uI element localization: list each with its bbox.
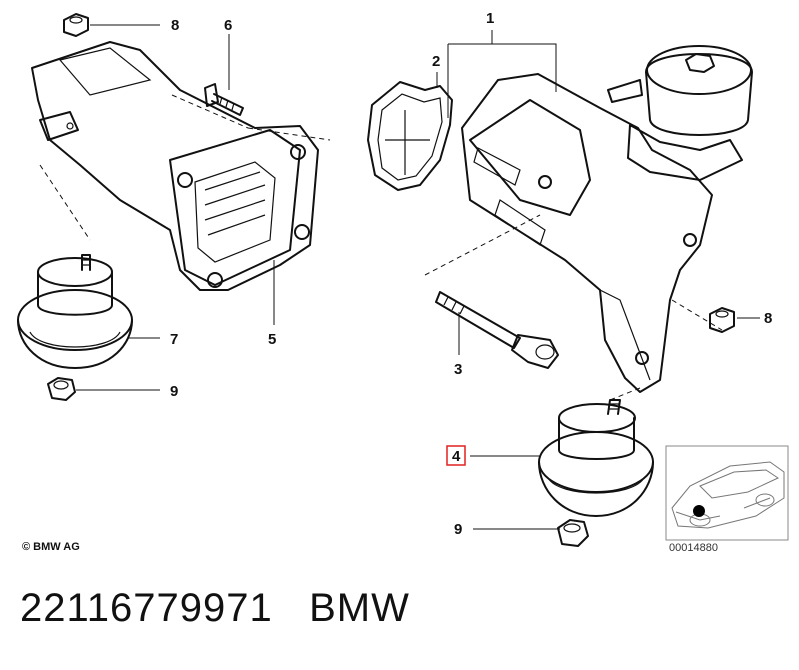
engine-bracket-left (31, 41, 319, 291)
callout-3: 3 (454, 361, 462, 378)
engine-mount-right (538, 399, 654, 517)
part-caption: 22116779971 BMW (20, 586, 410, 631)
callout-2: 2 (432, 53, 440, 70)
part-number: 22116779971 (20, 586, 273, 630)
callout-4: 4 (452, 448, 461, 465)
copyright-text: © BMW AG (22, 541, 80, 553)
engine-mount-left (17, 254, 133, 369)
callout-9-left: 9 (170, 383, 178, 400)
bolt-right (435, 291, 559, 369)
diagram-reference-number: 00014880 (669, 542, 718, 554)
nut-top-left (63, 13, 89, 37)
gasket (367, 81, 453, 191)
location-marker-icon (693, 505, 705, 517)
callout-8-right: 8 (764, 310, 772, 327)
callout-6: 6 (224, 17, 232, 34)
car-location-inset (665, 445, 789, 541)
oil-filter-bracket (461, 45, 753, 393)
nut-right (709, 307, 735, 333)
callout-4-highlight (446, 445, 466, 466)
callout-9-right: 9 (454, 521, 462, 538)
callout-5: 5 (268, 331, 276, 348)
callout-8-top-left: 8 (171, 17, 179, 34)
leader-lines (76, 24, 760, 530)
parts-diagram: 8 6 7 5 9 1 2 3 8 4 9 (17, 10, 789, 547)
washer-nut-right (557, 519, 589, 547)
callout-1: 1 (486, 10, 494, 27)
washer-nut-left (47, 377, 76, 401)
callout-7: 7 (170, 331, 178, 348)
brand-name: BMW (309, 586, 410, 630)
bolt-left (204, 83, 244, 116)
